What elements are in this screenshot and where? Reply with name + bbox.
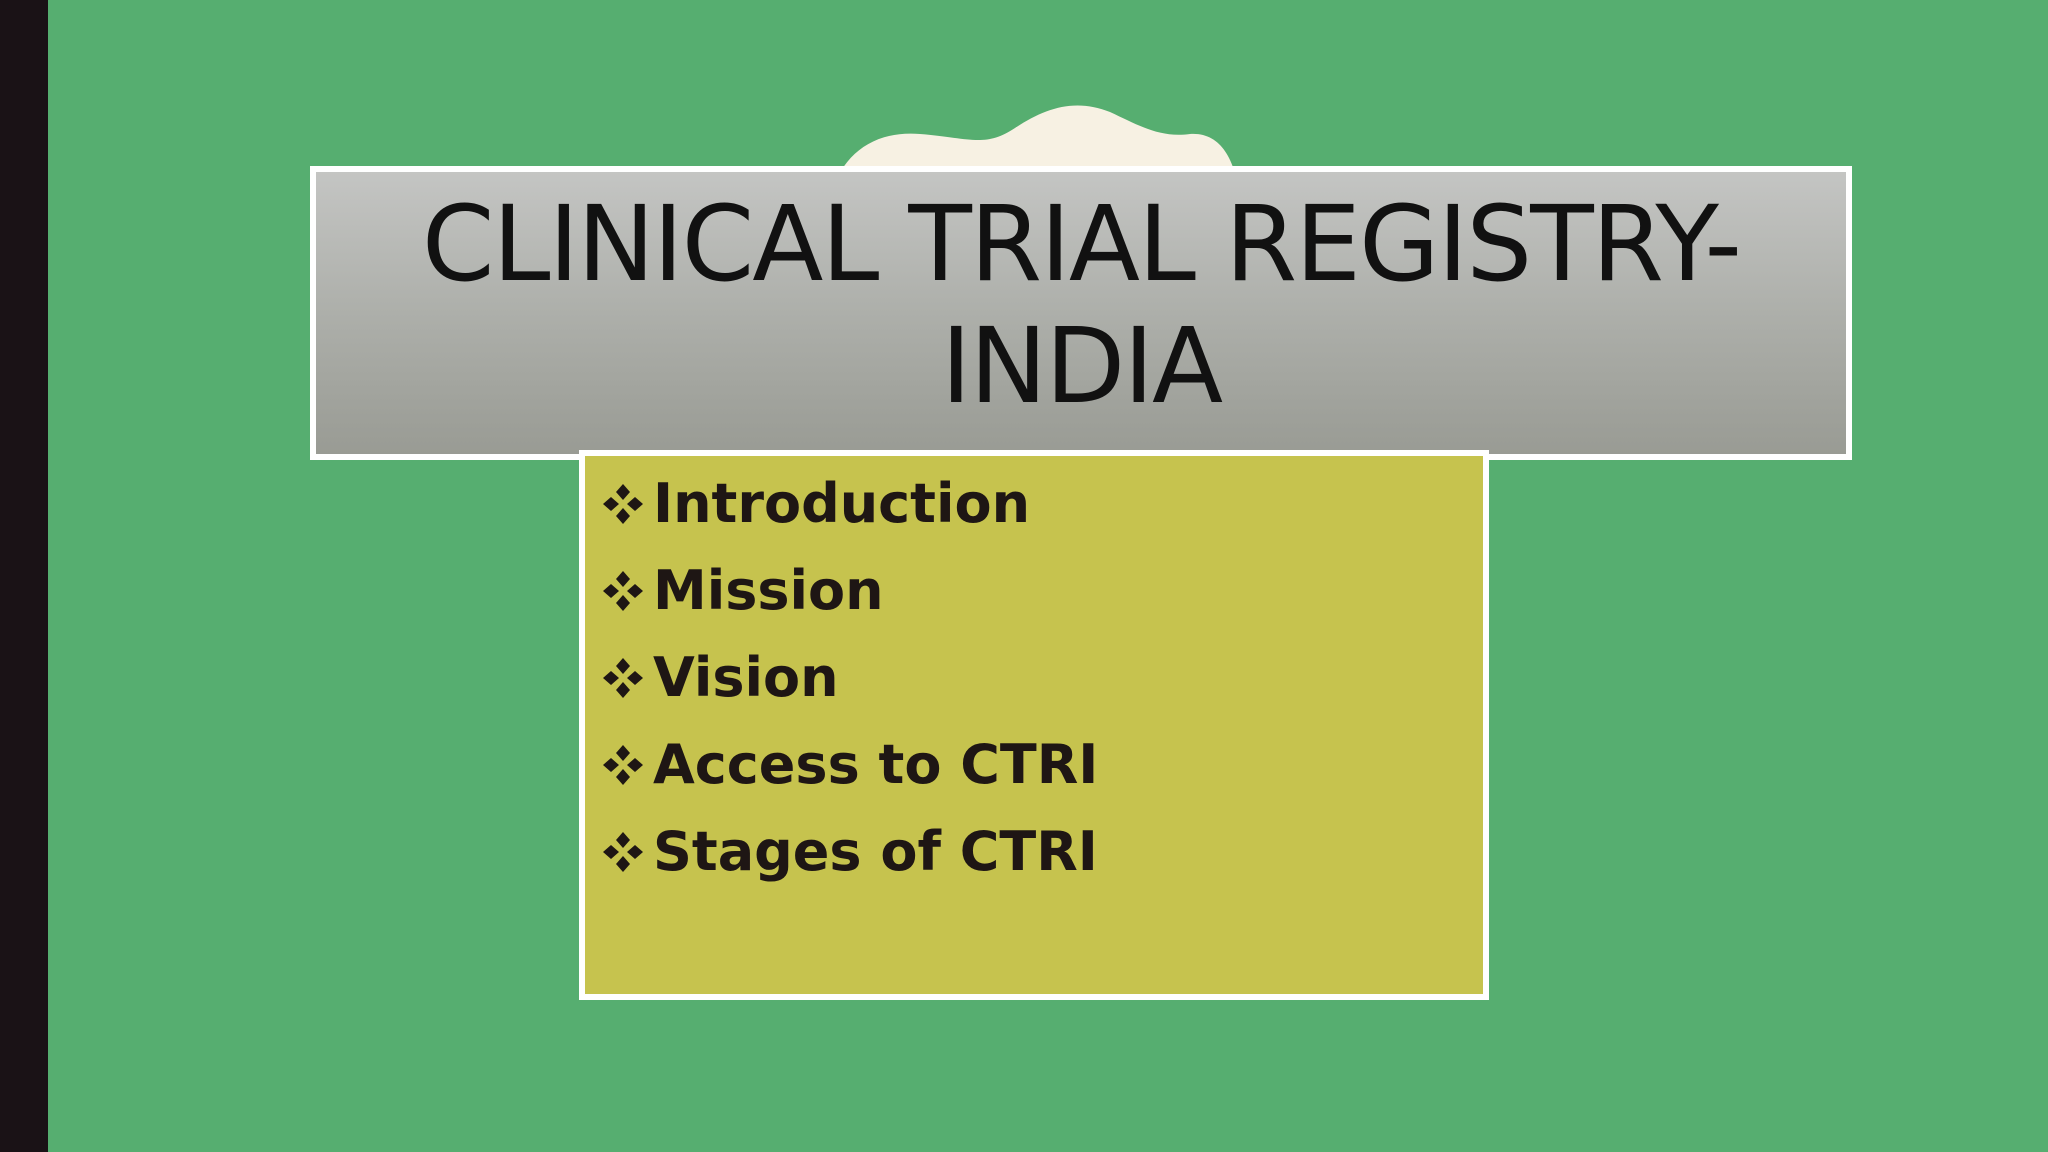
left-accent-bar: [0, 0, 48, 1152]
list-item-introduction: Introduction: [601, 460, 1098, 547]
title-box: CLINICAL TRIAL REGISTRY-INDIA: [310, 166, 1852, 460]
list-item-label: Introduction: [653, 472, 1031, 535]
four-diamond-bullet-icon: [603, 483, 643, 524]
agenda-list: Introduction Mission Vision Access to CT…: [601, 460, 1098, 895]
four-diamond-bullet-icon: [603, 657, 643, 698]
list-item-label: Vision: [653, 646, 839, 709]
four-diamond-bullet-icon: [603, 744, 643, 785]
content-box: Introduction Mission Vision Access to CT…: [579, 450, 1489, 1000]
list-item-label: Access to CTRI: [653, 733, 1099, 796]
list-item-stages-of-ctri: Stages of CTRI: [601, 808, 1098, 895]
list-item-label: Stages of CTRI: [653, 820, 1098, 883]
list-item-label: Mission: [653, 559, 884, 622]
four-diamond-bullet-icon: [603, 570, 643, 611]
list-item-access-to-ctri: Access to CTRI: [601, 721, 1098, 808]
slide-title: CLINICAL TRIAL REGISTRY-INDIA: [421, 183, 1742, 427]
list-item-vision: Vision: [601, 634, 1098, 721]
four-diamond-bullet-icon: [603, 831, 643, 872]
list-item-mission: Mission: [601, 547, 1098, 634]
